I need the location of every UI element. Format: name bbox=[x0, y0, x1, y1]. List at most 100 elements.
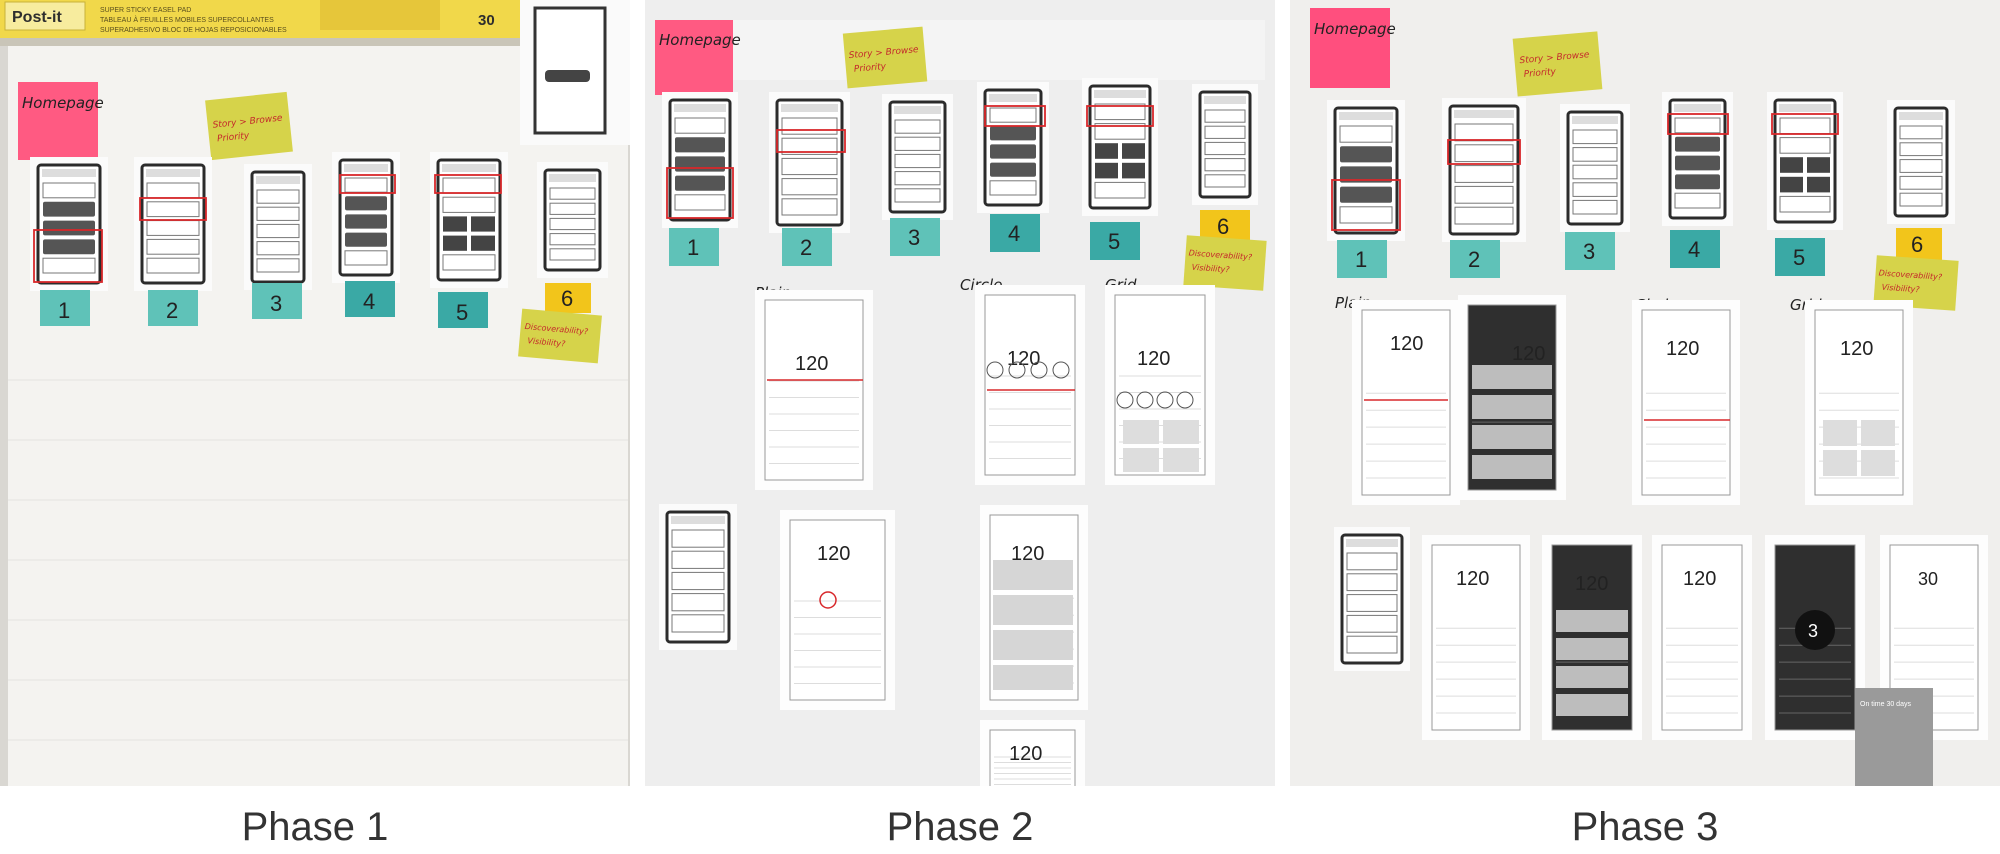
svg-text:Discoverability?: Discoverability? bbox=[1188, 248, 1253, 261]
number-note-2 bbox=[1450, 240, 1500, 278]
wireframe-card bbox=[665, 510, 731, 644]
highlight-box bbox=[434, 174, 502, 194]
svg-text:Homepage: Homepage bbox=[22, 94, 104, 112]
streak-number: 120 bbox=[1007, 348, 1040, 370]
number-note-1 bbox=[669, 228, 719, 266]
svg-text:1: 1 bbox=[1355, 247, 1367, 272]
highlight-box bbox=[776, 129, 846, 153]
on-time-card bbox=[1855, 688, 1933, 786]
svg-text:Visibility?: Visibility? bbox=[1881, 283, 1920, 295]
svg-text:4: 4 bbox=[1008, 221, 1020, 246]
phone-mockup bbox=[1114, 294, 1206, 476]
number-note-2 bbox=[782, 228, 832, 266]
discoverability-note bbox=[518, 308, 602, 364]
streak-number: 120 bbox=[1390, 333, 1423, 355]
story-browse-note bbox=[205, 91, 293, 161]
story-browse-note bbox=[842, 26, 928, 89]
streak-number: 120 bbox=[795, 353, 828, 375]
phone-mockup bbox=[764, 299, 864, 481]
svg-text:Priority: Priority bbox=[217, 131, 251, 144]
homepage-note bbox=[18, 82, 98, 160]
highlight-box bbox=[1771, 113, 1839, 135]
highlight-box bbox=[139, 197, 207, 221]
streak-number: 120 bbox=[1575, 573, 1608, 595]
svg-text:1: 1 bbox=[687, 235, 699, 260]
wireframe-card bbox=[140, 163, 206, 285]
streak-number: 120 bbox=[1840, 338, 1873, 360]
number-note-2 bbox=[148, 290, 198, 326]
homepage-note bbox=[655, 20, 733, 95]
svg-text:Priority: Priority bbox=[854, 62, 888, 75]
phase-1-caption: Phase 1 bbox=[241, 805, 389, 849]
svg-text:2: 2 bbox=[800, 235, 812, 260]
discoverability-note bbox=[1183, 235, 1267, 291]
phone-mockup bbox=[984, 294, 1076, 476]
phase-3-photo: Homepage Story > Browse Priority 1 2 3 4… bbox=[1290, 0, 2000, 786]
number-note-4 bbox=[1670, 230, 1720, 268]
highlight-box bbox=[984, 105, 1046, 127]
phase-1-photo: Post-it SUPER STICKY EASEL PAD TABLEAU À… bbox=[0, 0, 630, 786]
highlight-box bbox=[1086, 105, 1154, 127]
wireframe-card bbox=[1566, 110, 1624, 226]
svg-text:3: 3 bbox=[908, 225, 920, 250]
countdown-circle bbox=[1795, 610, 1835, 650]
phone-mockup bbox=[1431, 544, 1521, 731]
svg-text:6: 6 bbox=[1217, 214, 1229, 239]
number-note-6 bbox=[1896, 228, 1942, 260]
svg-text:5: 5 bbox=[1108, 229, 1120, 254]
wireframe-card bbox=[888, 100, 947, 214]
svg-text:SUPERADHESIVO BLOC DE HOJAS RE: SUPERADHESIVO BLOC DE HOJAS REPOSICIONAB… bbox=[100, 27, 287, 34]
phase-2-caption: Phase 2 bbox=[886, 805, 1034, 849]
phone-mockup bbox=[1661, 544, 1743, 731]
phone-mockup bbox=[1361, 309, 1451, 496]
story-browse-note bbox=[1512, 31, 1603, 97]
svg-text:6: 6 bbox=[561, 286, 573, 311]
svg-text:3: 3 bbox=[1583, 239, 1595, 264]
wireframe-card bbox=[543, 168, 602, 272]
number-note-3 bbox=[1565, 232, 1615, 270]
svg-text:5: 5 bbox=[1793, 245, 1805, 270]
svg-text:Discoverability?: Discoverability? bbox=[1878, 268, 1943, 281]
phase-2-photo: Homepage Story > Browse Priority 1 2 3 4… bbox=[645, 0, 1275, 786]
svg-text:2: 2 bbox=[1468, 247, 1480, 272]
wireframe-card bbox=[1893, 106, 1949, 218]
wireframe-card bbox=[250, 170, 306, 284]
wireframe-card bbox=[1198, 90, 1252, 199]
highlight-box bbox=[1447, 139, 1521, 165]
svg-text:Homepage: Homepage bbox=[659, 31, 741, 49]
wireframe-card bbox=[775, 98, 844, 227]
number-note-1 bbox=[1337, 240, 1387, 278]
number-note-5 bbox=[438, 292, 488, 328]
svg-text:TABLEAU À FEUILLES MOBILES SUP: TABLEAU À FEUILLES MOBILES SUPERCOLLANTE… bbox=[100, 15, 274, 24]
highlight-box bbox=[666, 167, 734, 219]
number-note-1 bbox=[40, 290, 90, 326]
svg-text:Priority: Priority bbox=[1523, 67, 1557, 80]
streak-number: 120 bbox=[1456, 568, 1489, 590]
number-note-6 bbox=[1200, 210, 1250, 242]
svg-text:Visibility?: Visibility? bbox=[527, 336, 566, 348]
streak-number: 120 bbox=[1666, 338, 1699, 360]
highlight-box bbox=[33, 229, 103, 283]
on-time-label: On time 30 days bbox=[1860, 701, 1911, 708]
streak-number: 120 bbox=[1009, 743, 1042, 765]
number-note-5 bbox=[1775, 238, 1825, 276]
highlight-box bbox=[339, 174, 396, 194]
days-number: 30 bbox=[1918, 569, 1938, 589]
svg-text:5: 5 bbox=[456, 300, 468, 325]
svg-text:2: 2 bbox=[166, 298, 178, 323]
svg-text:3: 3 bbox=[270, 291, 282, 316]
number-note-4 bbox=[345, 281, 395, 317]
streak-number: 120 bbox=[1137, 348, 1170, 370]
homepage-note bbox=[1310, 8, 1390, 88]
wireframe-card bbox=[1340, 533, 1404, 665]
streak-number: 120 bbox=[1683, 568, 1716, 590]
svg-text:Homepage: Homepage bbox=[1314, 20, 1396, 38]
phone-mockup bbox=[789, 519, 886, 701]
discoverability-note bbox=[1873, 255, 1959, 311]
phone-mockup bbox=[1641, 309, 1731, 496]
svg-text:1: 1 bbox=[58, 298, 70, 323]
svg-text:4: 4 bbox=[363, 289, 375, 314]
svg-text:4: 4 bbox=[1688, 237, 1700, 262]
number-note-6 bbox=[545, 283, 591, 313]
svg-text:Visibility?: Visibility? bbox=[1191, 263, 1230, 275]
